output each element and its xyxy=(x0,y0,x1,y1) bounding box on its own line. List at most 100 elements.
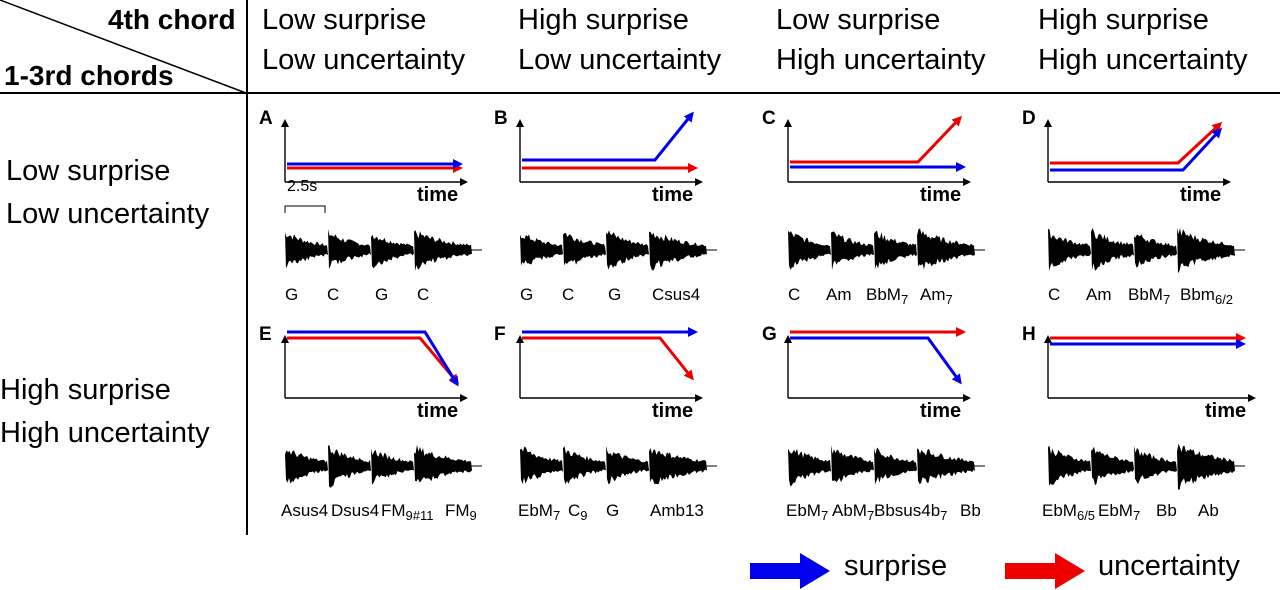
chord-label: Am xyxy=(1086,285,1112,305)
scale-bar xyxy=(284,205,326,213)
chord-label: C xyxy=(788,285,800,305)
uncertainty-trajectory xyxy=(522,336,694,381)
surprise-trajectory xyxy=(287,330,459,387)
chord-label: C9 xyxy=(568,501,588,523)
row-header-2: High surprise High uncertainty xyxy=(0,369,210,455)
waveform-note xyxy=(414,444,472,483)
time-axis-label: time xyxy=(920,184,962,206)
corner-diagonal xyxy=(0,0,247,94)
column-header-line1: Low surprise xyxy=(262,4,427,36)
chord-root: G xyxy=(606,501,620,520)
chord-label: Bb xyxy=(960,501,981,521)
panel-letter: B xyxy=(494,108,508,129)
chord-root: Csus4 xyxy=(652,285,701,304)
waveform-note xyxy=(285,232,328,269)
chord-root: EbM xyxy=(1098,501,1133,520)
chord-label: Bbm6/2 xyxy=(1180,285,1233,307)
chord-label: G xyxy=(520,285,533,305)
legend-surprise-arrow xyxy=(750,553,830,589)
chord-root: Bbsus4b xyxy=(874,501,941,520)
row-header-line1: High surprise xyxy=(0,374,171,406)
waveform-note xyxy=(285,450,328,484)
chord-extension: 7 xyxy=(900,292,909,307)
waveform-note xyxy=(520,234,563,266)
audio-waveform xyxy=(520,230,717,271)
column-header-line2: Low uncertainty xyxy=(262,44,466,76)
panel-letter: E xyxy=(259,324,272,345)
chord-root: C xyxy=(327,285,340,304)
waveform-note xyxy=(1091,446,1134,486)
waveform-note xyxy=(563,232,606,266)
column-header-1: Low surprise Low uncertainty xyxy=(262,0,465,80)
chord-root: BbM xyxy=(866,285,901,304)
chord-label: BbM7 xyxy=(1128,285,1170,307)
waveform-note xyxy=(788,448,831,487)
chord-extension: 9#11 xyxy=(405,508,434,523)
waveform-note xyxy=(328,445,371,488)
chord-root: G xyxy=(608,285,622,304)
waveform-note xyxy=(1091,227,1134,271)
audio-waveform xyxy=(520,446,717,485)
chord-root: Ab xyxy=(1198,501,1219,520)
chord-label: C xyxy=(562,285,574,305)
chord-extension: 7 xyxy=(1132,508,1141,523)
waveform-note xyxy=(606,230,649,270)
chord-extension: 7 xyxy=(552,508,561,523)
chord-root: Asus4 xyxy=(281,501,329,520)
scale-bar-label: 2.5s xyxy=(287,178,318,195)
column-header-line1: High surprise xyxy=(518,4,689,36)
legend-uncertainty-label: uncertainty xyxy=(1098,550,1240,582)
panels-layer xyxy=(281,111,1256,490)
chord-root: Am xyxy=(920,285,946,304)
waveform-note xyxy=(328,229,371,270)
waveform-note xyxy=(874,447,917,485)
panel-c xyxy=(784,115,985,271)
uncertainty-trajectory xyxy=(790,115,963,164)
chord-label: G xyxy=(606,501,619,521)
surprise-trajectory xyxy=(1050,127,1223,172)
chord-root: Bb xyxy=(960,501,981,520)
chord-label: Dsus4 xyxy=(331,501,379,521)
chord-label: C xyxy=(417,285,429,305)
corner-top-label: 4th chord xyxy=(108,4,236,35)
chord-root: EbM xyxy=(518,501,553,520)
audio-waveform xyxy=(1048,227,1245,274)
surprise-trajectory xyxy=(790,336,962,385)
waveform-note xyxy=(649,231,707,271)
time-axis-label: time xyxy=(417,400,459,422)
chord-root: AbM xyxy=(832,501,867,520)
waveform-note xyxy=(874,230,917,269)
chord-root: C xyxy=(568,501,581,520)
waveform-note xyxy=(788,230,831,270)
row-header-1: Low surprise Low uncertainty xyxy=(6,150,209,236)
column-header-2: High surprise Low uncertainty xyxy=(518,0,721,80)
panel-b xyxy=(516,111,717,271)
chord-root: C xyxy=(788,285,801,304)
row-header-line2: Low uncertainty xyxy=(6,198,210,230)
waveform-note xyxy=(371,234,414,269)
waveform-note xyxy=(831,231,874,271)
column-header-line1: High surprise xyxy=(1038,4,1209,36)
chord-root: G xyxy=(285,285,299,304)
panel-f xyxy=(516,327,717,485)
chord-label: G xyxy=(608,285,621,305)
chord-extension: 6/2 xyxy=(1214,292,1234,307)
chord-label: AbM7 xyxy=(832,501,874,523)
chord-extension: 6/5 xyxy=(1076,508,1096,523)
chord-root: Bbm xyxy=(1180,285,1215,304)
chord-root: G xyxy=(520,285,534,304)
panel-h xyxy=(1044,333,1256,490)
chord-root: Am xyxy=(826,285,852,304)
waveform-note xyxy=(1134,234,1177,268)
time-axis-label: time xyxy=(1205,400,1247,422)
uncertainty-trajectory xyxy=(287,336,459,385)
waveform-note xyxy=(606,446,649,485)
time-axis-label: time xyxy=(920,400,962,422)
chord-root: BbM xyxy=(1128,285,1163,304)
time-axis-label: time xyxy=(1180,184,1222,206)
time-axis-label: time xyxy=(652,184,694,206)
panel-letter: D xyxy=(1022,108,1036,129)
waveform-note xyxy=(917,448,975,484)
column-header-line2: Low uncertainty xyxy=(518,44,722,76)
